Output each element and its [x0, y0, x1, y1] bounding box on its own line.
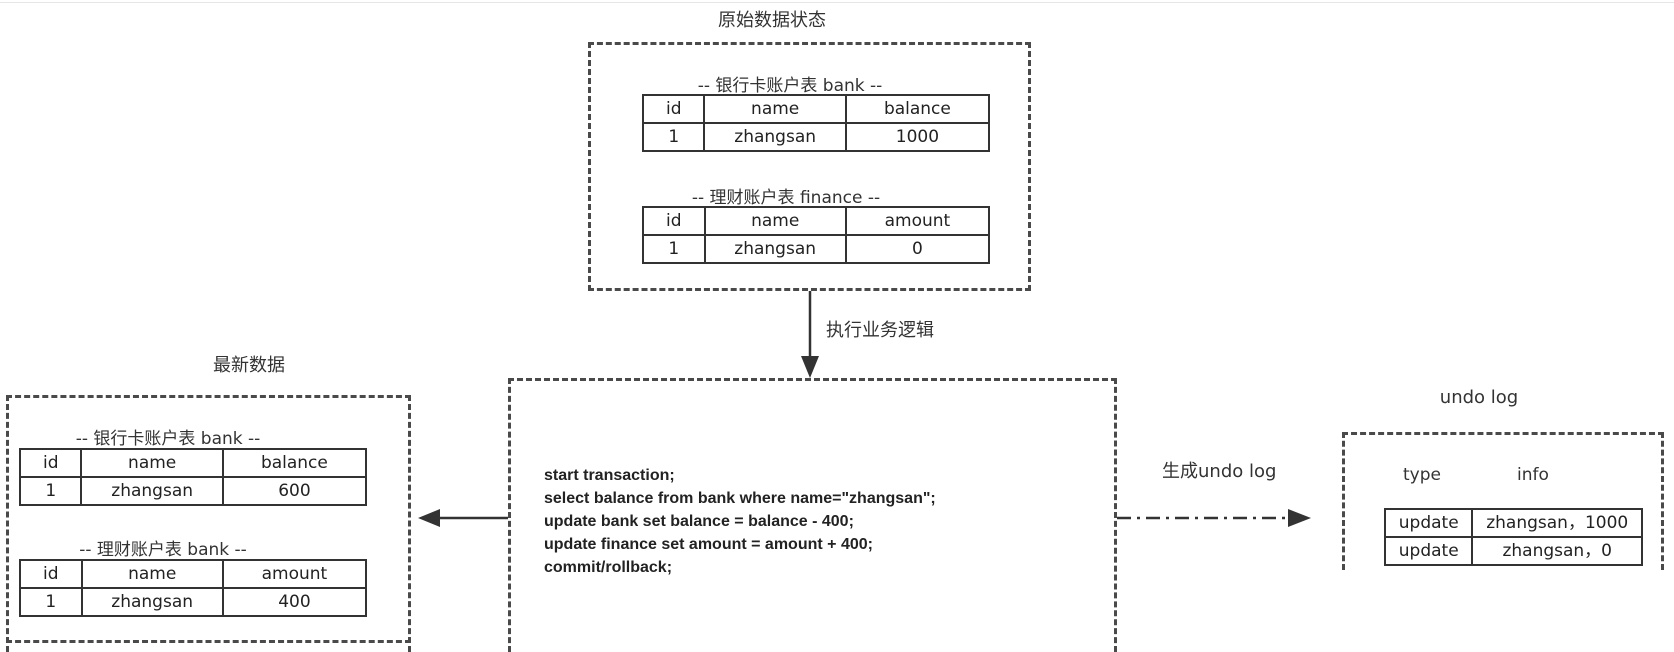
table-header-row: id name balance — [18, 448, 368, 478]
sql-line: update bank set balance = balance - 400; — [544, 513, 854, 530]
table-row: update zhangsan，0 — [1383, 536, 1643, 566]
table-row: 1 zhangsan 400 — [19, 587, 368, 617]
table-header-row: id name amount — [642, 206, 991, 236]
top-divider — [0, 2, 1674, 3]
cell: zhangsan — [80, 587, 224, 617]
table-row: 1 zhangsan 1000 — [641, 122, 991, 152]
latest-finance-table: id name amount 1 zhangsan 400 — [19, 559, 368, 617]
sql-line: start transaction; — [544, 467, 675, 484]
table-row: 1 zhangsan 600 — [18, 476, 368, 506]
table-row: update zhangsan，1000 — [1383, 508, 1643, 538]
latest-box-bottom-edge — [6, 640, 411, 643]
original-finance-caption: -- 理财账户表 finance -- — [691, 188, 881, 208]
cell: zhangsan，1000 — [1471, 508, 1643, 538]
undo-title: undo log — [1439, 387, 1519, 408]
cell: 0 — [844, 234, 991, 264]
execute-arrow — [801, 291, 819, 378]
cell: update — [1383, 536, 1474, 566]
cell: 1 — [642, 234, 706, 264]
cell: 1 — [19, 587, 83, 617]
transaction-sql: start transaction; select balance from ba… — [544, 464, 936, 579]
latest-title: 最新数据 — [213, 355, 285, 376]
original-data-box — [588, 42, 1031, 291]
header-cell: id — [19, 559, 83, 589]
header-cell: name — [703, 94, 847, 124]
undo-log-arrow — [1117, 509, 1311, 527]
cell: zhangsan — [80, 476, 224, 506]
header-cell: name — [80, 559, 224, 589]
header-cell: name — [80, 448, 224, 478]
sql-line: commit/rollback; — [544, 559, 673, 576]
original-finance-table: id name amount 1 zhangsan 0 — [642, 206, 991, 264]
cell: 600 — [221, 476, 368, 506]
header-cell: amount — [221, 559, 368, 589]
execute-label: 执行业务逻辑 — [826, 320, 934, 341]
cell: 400 — [221, 587, 368, 617]
cell: 1000 — [844, 122, 991, 152]
latest-data-box — [6, 395, 411, 652]
latest-bank-table: id name balance 1 zhangsan 600 — [18, 448, 368, 506]
header-cell: balance — [221, 448, 368, 478]
header-cell: balance — [844, 94, 991, 124]
original-title: 原始数据状态 — [718, 10, 826, 31]
generate-undo-label: 生成undo log — [1162, 461, 1277, 482]
header-cell: amount — [844, 206, 991, 236]
result-arrow — [418, 509, 508, 527]
cell: 1 — [18, 476, 83, 506]
cell: zhangsan，0 — [1471, 536, 1643, 566]
header-cell: id — [18, 448, 83, 478]
latest-bank-caption: -- 银行卡账户表 bank -- — [75, 429, 261, 449]
undo-header-type: type — [1403, 465, 1441, 485]
original-bank-caption: -- 银行卡账户表 bank -- — [697, 76, 883, 96]
undo-log-table: update zhangsan，1000 update zhangsan，0 — [1383, 508, 1643, 566]
header-cell: id — [642, 206, 706, 236]
cell: 1 — [641, 122, 706, 152]
table-header-row: id name amount — [19, 559, 368, 589]
undo-log-box — [1342, 432, 1664, 570]
cell: zhangsan — [703, 234, 847, 264]
original-bank-table: id name balance 1 zhangsan 1000 — [641, 94, 991, 152]
transaction-box — [508, 378, 1117, 652]
table-row: 1 zhangsan 0 — [642, 234, 991, 264]
latest-finance-caption: -- 理财账户表 bank -- — [79, 540, 247, 560]
sql-line: update finance set amount = amount + 400… — [544, 536, 873, 553]
cell: update — [1383, 508, 1474, 538]
undo-header-info: info — [1517, 465, 1549, 485]
cell: zhangsan — [703, 122, 847, 152]
header-cell: id — [641, 94, 706, 124]
table-header-row: id name balance — [641, 94, 991, 124]
header-cell: name — [703, 206, 847, 236]
sql-line: select balance from bank where name="zha… — [544, 490, 936, 507]
